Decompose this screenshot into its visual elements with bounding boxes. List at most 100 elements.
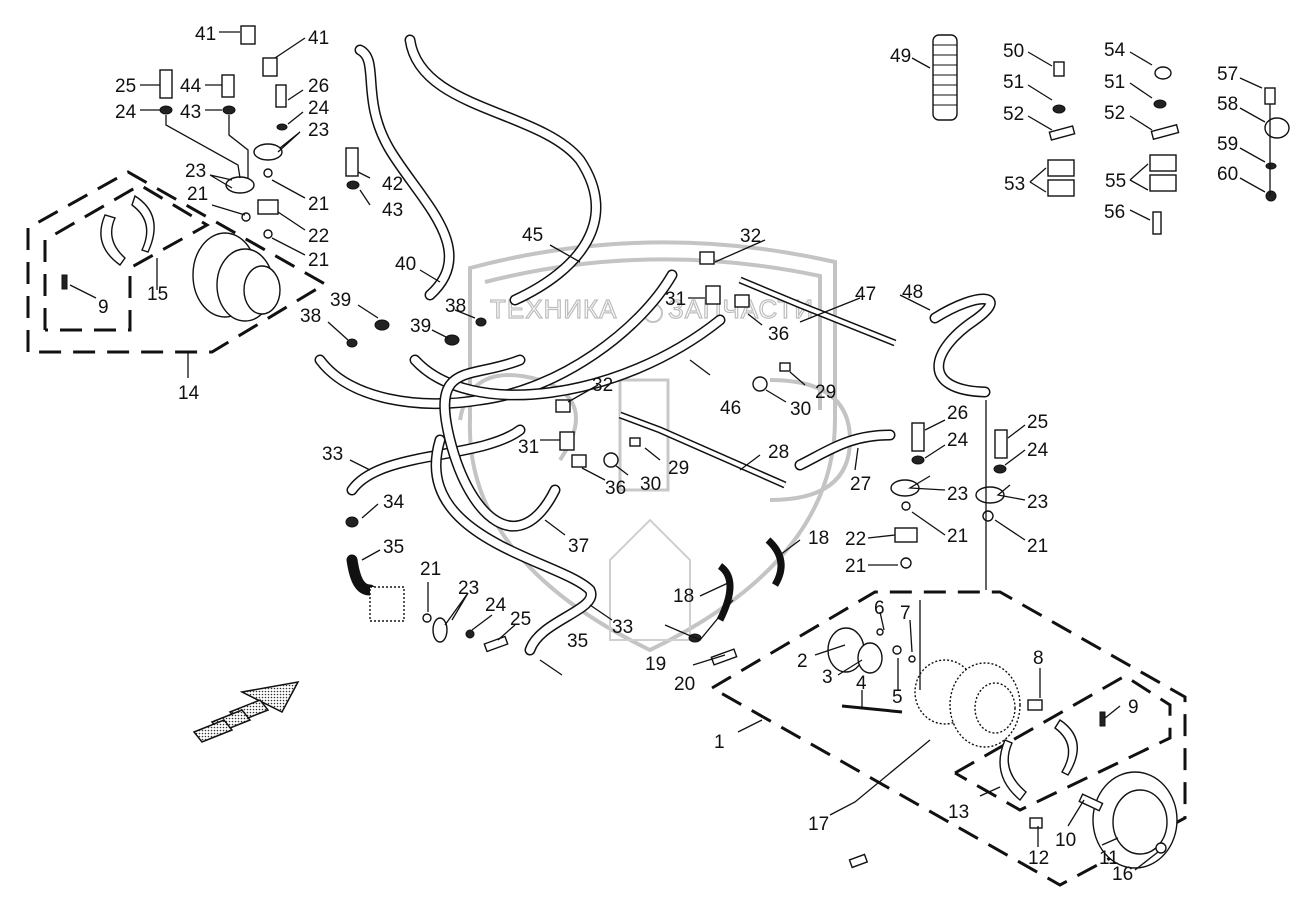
callout-59[interactable]: 59 — [1217, 134, 1238, 155]
callout-labels: 41 41 25 44 24 43 26 24 23 23 42 43 21 2… — [98, 24, 1238, 885]
callout-23[interactable]: 23 — [185, 161, 206, 182]
callout-21[interactable]: 21 — [947, 526, 968, 547]
callout-53[interactable]: 53 — [1004, 174, 1025, 195]
callout-25[interactable]: 25 — [115, 76, 136, 97]
callout-36[interactable]: 36 — [768, 324, 789, 345]
callout-54[interactable]: 54 — [1104, 40, 1126, 61]
callout-34[interactable]: 34 — [383, 492, 405, 513]
callout-45[interactable]: 45 — [522, 225, 543, 246]
callout-21[interactable]: 21 — [308, 250, 329, 271]
callout-51[interactable]: 51 — [1003, 72, 1024, 93]
callout-6[interactable]: 6 — [874, 598, 885, 619]
callout-24[interactable]: 24 — [115, 102, 137, 123]
callout-28[interactable]: 28 — [768, 442, 789, 463]
callout-39[interactable]: 39 — [330, 290, 351, 311]
callout-7[interactable]: 7 — [900, 603, 911, 624]
callout-13[interactable]: 13 — [948, 802, 969, 823]
callout-26[interactable]: 26 — [308, 76, 329, 97]
callout-35[interactable]: 35 — [567, 631, 588, 652]
callout-32[interactable]: 32 — [740, 226, 761, 247]
callout-31[interactable]: 31 — [518, 437, 539, 458]
callout-48[interactable]: 48 — [902, 282, 923, 303]
callout-32[interactable]: 32 — [592, 375, 613, 396]
callout-41[interactable]: 41 — [195, 24, 216, 45]
callout-8[interactable]: 8 — [1033, 648, 1044, 669]
callout-10[interactable]: 10 — [1055, 830, 1076, 851]
callout-42[interactable]: 42 — [382, 174, 403, 195]
callout-18[interactable]: 18 — [808, 528, 829, 549]
callout-5[interactable]: 5 — [892, 687, 903, 708]
callout-43[interactable]: 43 — [382, 200, 403, 221]
callout-22[interactable]: 22 — [308, 226, 329, 247]
callout-58[interactable]: 58 — [1217, 94, 1238, 115]
callout-11[interactable]: 11 — [1099, 848, 1119, 869]
callout-24[interactable]: 24 — [947, 430, 969, 451]
callout-33[interactable]: 33 — [612, 617, 633, 638]
callout-26[interactable]: 26 — [947, 403, 968, 424]
callout-2[interactable]: 2 — [797, 651, 808, 672]
callout-44[interactable]: 44 — [180, 76, 202, 97]
callout-3[interactable]: 3 — [822, 667, 833, 688]
callout-4[interactable]: 4 — [856, 673, 867, 694]
callout-21[interactable]: 21 — [308, 194, 329, 215]
callout-29[interactable]: 29 — [815, 382, 836, 403]
callout-60[interactable]: 60 — [1217, 164, 1238, 185]
callout-24[interactable]: 24 — [485, 595, 507, 616]
callout-24[interactable]: 24 — [1027, 440, 1049, 461]
callout-14[interactable]: 14 — [178, 383, 200, 404]
callout-21[interactable]: 21 — [1027, 536, 1048, 557]
callout-37[interactable]: 37 — [568, 536, 589, 557]
callout-33[interactable]: 33 — [322, 444, 343, 465]
callout-15[interactable]: 15 — [147, 284, 168, 305]
callout-50[interactable]: 50 — [1003, 41, 1024, 62]
callout-35[interactable]: 35 — [383, 537, 404, 558]
callout-22[interactable]: 22 — [845, 529, 866, 550]
callout-49[interactable]: 49 — [890, 46, 911, 67]
leader-lines — [69, 31, 1271, 871]
callout-18[interactable]: 18 — [673, 586, 694, 607]
callout-40[interactable]: 40 — [395, 254, 416, 275]
callout-16[interactable]: 16 — [1112, 864, 1133, 885]
left-hydraulic-motor — [192, 232, 281, 322]
callout-17[interactable]: 17 — [808, 814, 829, 835]
callout-25[interactable]: 25 — [1027, 412, 1048, 433]
callout-21[interactable]: 21 — [187, 184, 208, 205]
callout-9[interactable]: 9 — [98, 297, 109, 318]
callout-29[interactable]: 29 — [668, 458, 689, 479]
callout-52[interactable]: 52 — [1003, 104, 1024, 125]
callout-24[interactable]: 24 — [308, 98, 330, 119]
callout-38[interactable]: 38 — [300, 306, 321, 327]
callout-23[interactable]: 23 — [458, 578, 479, 599]
callout-36[interactable]: 36 — [605, 478, 626, 499]
callout-21[interactable]: 21 — [420, 559, 441, 580]
callout-20[interactable]: 20 — [674, 674, 695, 695]
callout-19[interactable]: 19 — [645, 654, 666, 675]
callout-30[interactable]: 30 — [790, 399, 811, 420]
callout-41[interactable]: 41 — [308, 28, 329, 49]
callout-52[interactable]: 52 — [1104, 103, 1125, 124]
callout-1[interactable]: 1 — [714, 732, 725, 753]
callout-21[interactable]: 21 — [845, 556, 866, 577]
left-assembly-box-15 — [43, 183, 210, 332]
callout-39[interactable]: 39 — [410, 316, 431, 337]
callout-9[interactable]: 9 — [1128, 697, 1139, 718]
callout-27[interactable]: 27 — [850, 474, 871, 495]
callout-38[interactable]: 38 — [445, 296, 466, 317]
callout-25[interactable]: 25 — [510, 609, 531, 630]
callout-23[interactable]: 23 — [1027, 492, 1048, 513]
callout-23[interactable]: 23 — [947, 484, 968, 505]
callout-51[interactable]: 51 — [1104, 72, 1125, 93]
callout-43[interactable]: 43 — [180, 102, 201, 123]
hose-guard-strip — [765, 537, 785, 587]
callout-31[interactable]: 31 — [665, 289, 686, 310]
callout-55[interactable]: 55 — [1105, 171, 1126, 192]
callout-23[interactable]: 23 — [308, 120, 329, 141]
right-hydraulic-motor — [914, 659, 1021, 748]
callout-46[interactable]: 46 — [720, 398, 741, 419]
callout-57[interactable]: 57 — [1217, 64, 1238, 85]
callout-47[interactable]: 47 — [855, 284, 876, 305]
callout-12[interactable]: 12 — [1028, 848, 1049, 869]
callout-30[interactable]: 30 — [640, 474, 661, 495]
callout-56[interactable]: 56 — [1104, 202, 1125, 223]
